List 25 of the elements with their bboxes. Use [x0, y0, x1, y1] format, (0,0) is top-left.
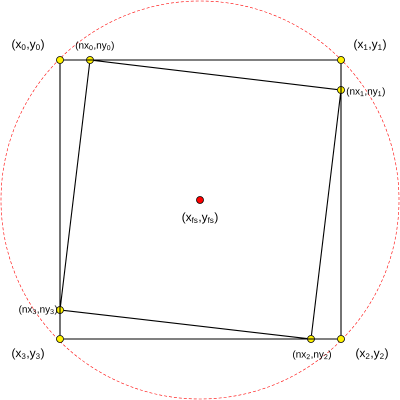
line: [64, 338, 338, 340]
point-label: (x$_{fs}$,y$_{fs}$): [182, 212, 218, 224]
point-label: (nx$_{1}$,ny$_{1}$): [346, 87, 385, 97]
point-marker: [196, 196, 204, 204]
point-marker: [56, 306, 64, 314]
point-marker: [56, 335, 64, 343]
point-marker: [307, 335, 315, 343]
point-label: (x$_{0}$,y$_{0}$): [12, 39, 44, 51]
point-label: (nx$_{2}$,ny$_{2}$): [293, 350, 331, 360]
point-marker: [86, 56, 94, 64]
line: [64, 59, 338, 61]
point-label: (x$_{2}$,y$_{2}$): [356, 348, 388, 360]
point-marker: [337, 335, 345, 343]
line: [94, 60, 338, 90]
point-marker: [337, 86, 345, 94]
line: [340, 64, 342, 336]
point-label: (nx$_{0}$,ny$_{0}$): [76, 41, 114, 51]
point-marker: [337, 56, 345, 64]
line: [310, 94, 342, 336]
line: [60, 64, 90, 306]
point-marker: [56, 56, 64, 64]
line: [64, 310, 308, 340]
line: [59, 64, 61, 336]
point-label: (x$_{1}$,y$_{1}$): [354, 39, 386, 51]
point-label: (x$_{3}$,y$_{3}$): [12, 348, 44, 360]
